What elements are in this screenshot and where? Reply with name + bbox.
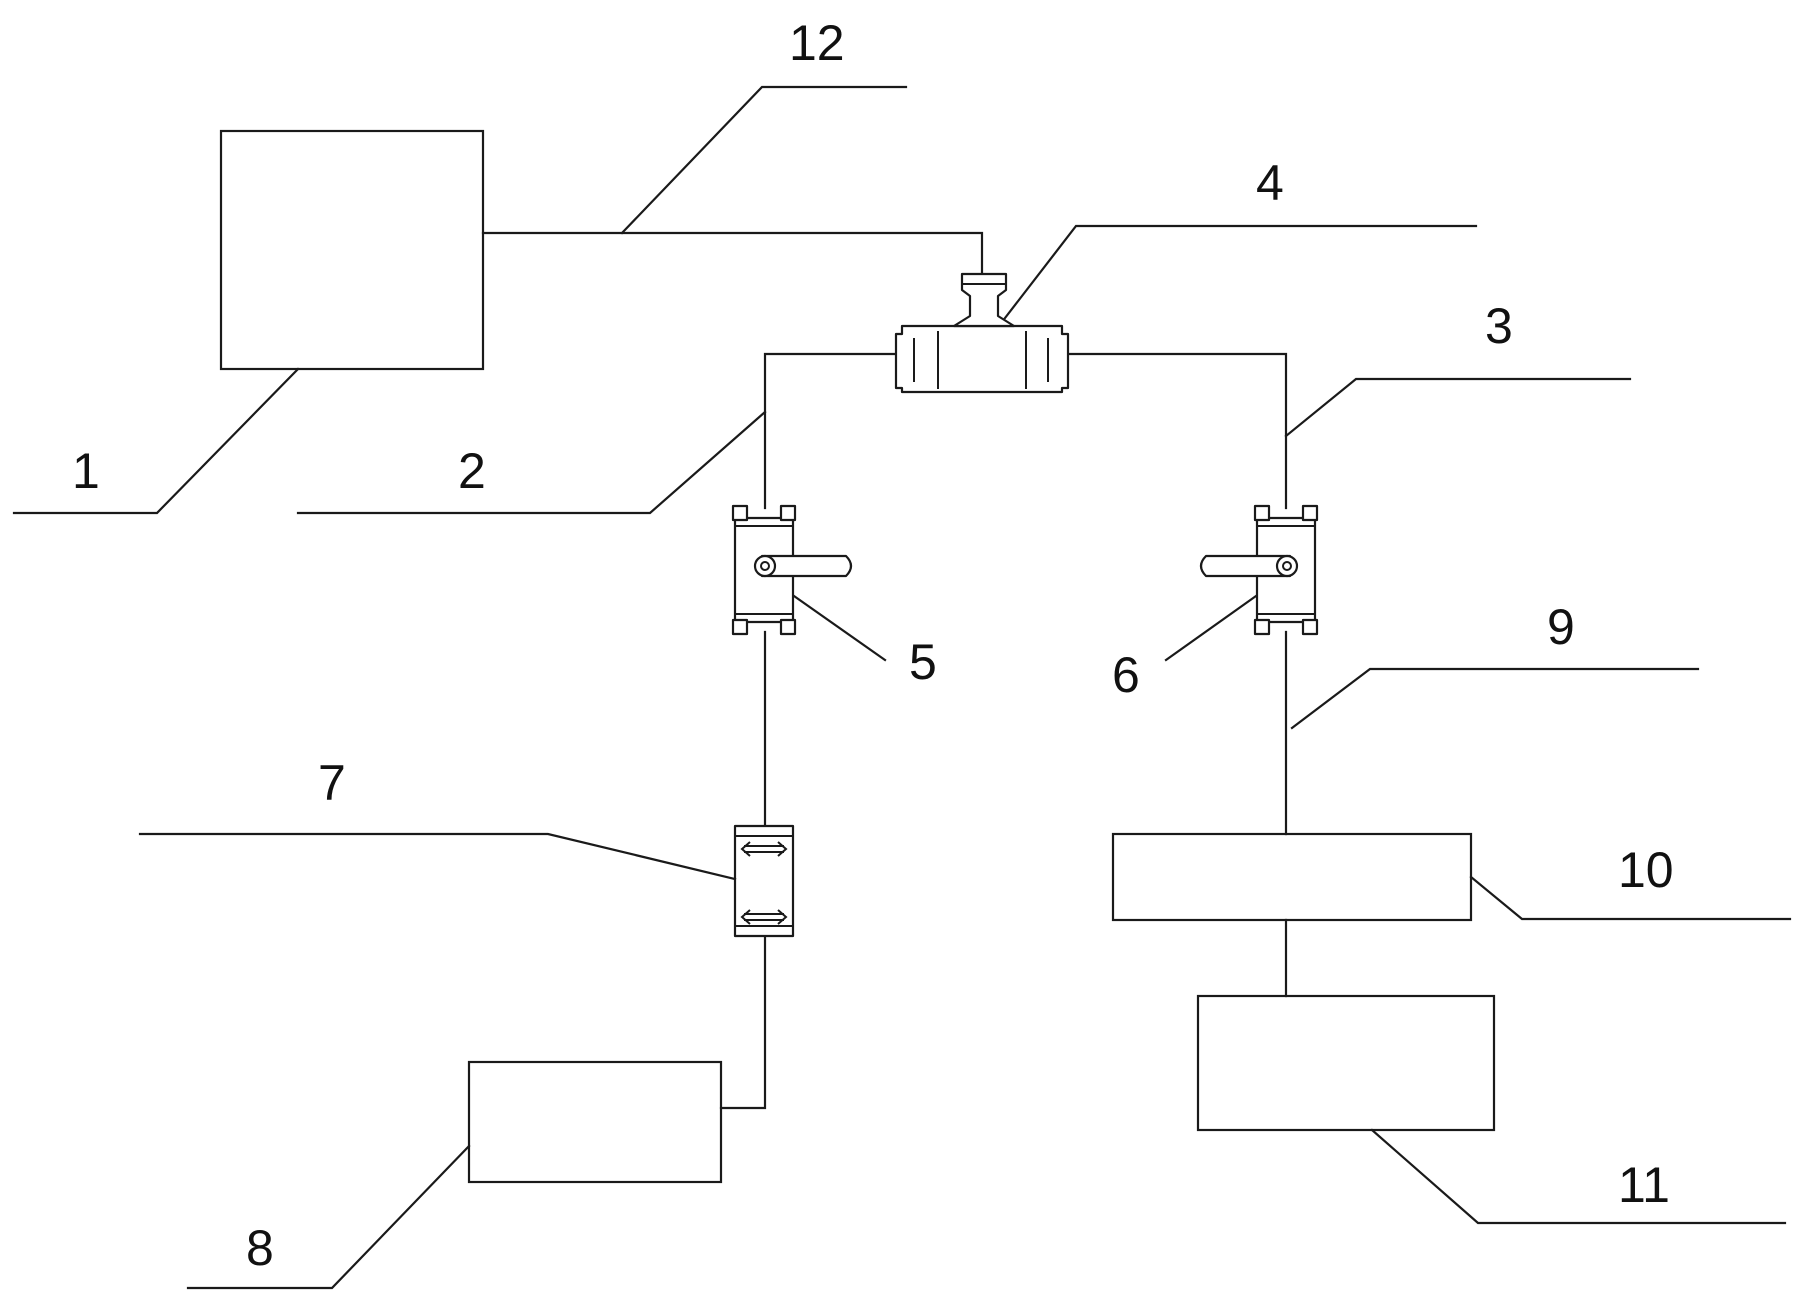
leader-5 xyxy=(792,594,887,662)
callout-1: 1 xyxy=(72,443,100,499)
connector-7 xyxy=(733,824,795,938)
pipe-3-line xyxy=(1060,352,1288,510)
valve-5 xyxy=(731,504,853,636)
leader-1 xyxy=(12,367,300,515)
callout-10: 10 xyxy=(1618,842,1674,898)
callout-4: 4 xyxy=(1256,155,1284,211)
tee-fitting-4 xyxy=(894,272,1070,394)
callout-9: 9 xyxy=(1547,599,1575,655)
callout-7: 7 xyxy=(318,755,346,811)
callout-12: 12 xyxy=(789,15,845,71)
leader-11 xyxy=(1370,1128,1787,1225)
leader-10 xyxy=(1469,875,1792,921)
callout-11: 11 xyxy=(1618,1157,1670,1213)
leader-4 xyxy=(1003,224,1478,320)
component-10-box xyxy=(1111,832,1473,922)
component-11-box xyxy=(1196,994,1496,1132)
component-1-box xyxy=(219,129,485,371)
callout-8: 8 xyxy=(246,1220,274,1276)
leader-3 xyxy=(1284,377,1632,438)
leader-8 xyxy=(186,1144,471,1290)
callout-5: 5 xyxy=(909,634,937,690)
pipe-2-line xyxy=(763,352,904,510)
pipe-connector7-to-unit8 xyxy=(719,934,767,1110)
component-8-box xyxy=(467,1060,723,1184)
leader-12 xyxy=(620,85,908,235)
pipe-12-line xyxy=(481,231,984,274)
callout-3: 3 xyxy=(1485,298,1513,354)
callout-6: 6 xyxy=(1112,647,1140,703)
valve-6 xyxy=(1199,504,1319,636)
leader-2 xyxy=(296,410,767,515)
leader-7 xyxy=(138,832,737,881)
leader-6 xyxy=(1164,594,1258,662)
callout-2: 2 xyxy=(458,443,486,499)
leader-9 xyxy=(1290,667,1700,730)
